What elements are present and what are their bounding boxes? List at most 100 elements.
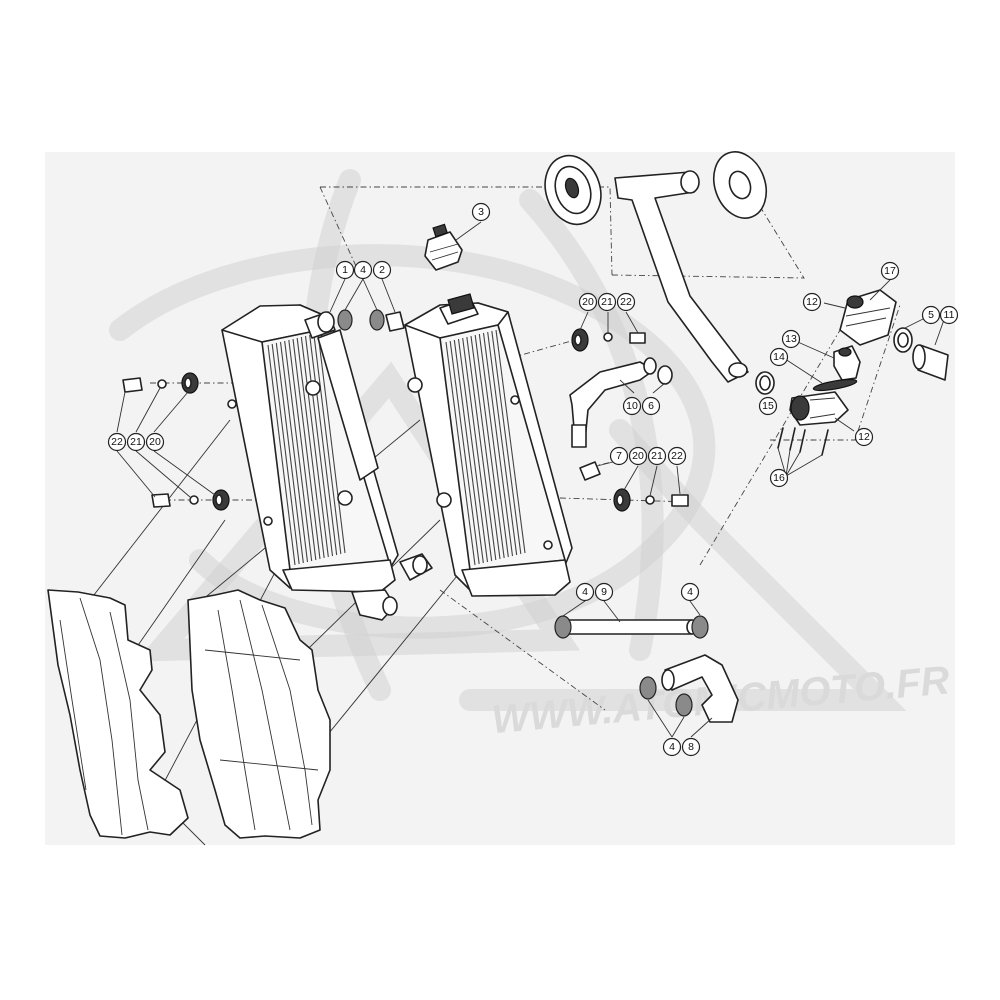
callout-4: 4 [575, 582, 595, 602]
radiator-fin [267, 344, 296, 566]
left-radiator [221, 304, 399, 621]
left-shroud [47, 589, 189, 839]
svg-text:15: 15 [762, 400, 774, 412]
svg-text:11: 11 [944, 309, 955, 321]
svg-text:4: 4 [360, 264, 366, 276]
svg-text:13: 13 [785, 333, 797, 345]
callout-4: 4 [662, 737, 682, 757]
callout-22: 22 [667, 446, 687, 466]
svg-text:3: 3 [478, 206, 484, 218]
left-fasteners-upper [122, 372, 199, 394]
svg-text:22: 22 [671, 450, 683, 462]
top-washer-part [712, 151, 768, 219]
radiator-fin [296, 337, 325, 559]
svg-text:2: 2 [379, 264, 385, 276]
svg-text:4: 4 [669, 741, 675, 753]
left-fasteners-lower [151, 489, 230, 511]
radiator-fin [304, 335, 334, 557]
callout-11: 11 [939, 305, 959, 325]
callout-12: 12 [854, 427, 874, 447]
svg-text:20: 20 [632, 450, 644, 462]
radiator-fin [474, 334, 505, 559]
svg-text:21: 21 [130, 436, 142, 448]
right-radiator [399, 293, 573, 597]
radiator-fin [487, 331, 518, 556]
radiator-fin [445, 341, 476, 566]
svg-text:1: 1 [342, 264, 348, 276]
callout-7: 7 [609, 446, 629, 466]
callout-22: 22 [616, 292, 636, 312]
callout-20: 20 [628, 446, 648, 466]
svg-text:4: 4 [582, 586, 588, 598]
callout-10: 10 [622, 396, 642, 416]
callout-16: 16 [769, 468, 789, 488]
right-shroud [187, 589, 331, 839]
lower-housing-12 [789, 391, 849, 426]
callout-15: 15 [758, 396, 778, 416]
o-ring-14 [812, 378, 858, 392]
radiator-cap [424, 223, 463, 271]
svg-text:12: 12 [858, 431, 870, 443]
radiator-fin [482, 332, 514, 557]
svg-text:10: 10 [626, 400, 638, 412]
svg-text:16: 16 [773, 472, 785, 484]
tube-9 [554, 615, 709, 639]
radiator-fin [449, 340, 480, 565]
callout-9: 9 [594, 582, 614, 602]
elbow-hose-8 [639, 654, 739, 723]
svg-text:22: 22 [620, 296, 632, 308]
callout-21: 21 [647, 446, 667, 466]
svg-text:21: 21 [601, 296, 613, 308]
callout-21: 21 [126, 432, 146, 452]
radiator-fin [453, 339, 484, 564]
radiator-fin [279, 341, 309, 563]
sensor-7 [579, 461, 601, 481]
housing-leaders [777, 279, 891, 477]
small-hose-10 [569, 357, 673, 448]
callout-22: 22 [107, 432, 127, 452]
svg-text:5: 5 [928, 309, 934, 321]
radiator-fin [288, 339, 317, 561]
callout-layer: 3 1 4 2 20 21 22 17 12 5 11 13 14 15 12 … [107, 202, 959, 757]
callout-21: 21 [597, 292, 617, 312]
svg-text:8: 8 [688, 741, 694, 753]
tube-11 [912, 344, 949, 381]
callout-14: 14 [769, 347, 789, 367]
right-fasteners-upper [571, 328, 646, 352]
radiator-fin [466, 336, 497, 561]
radiator-fin [300, 336, 329, 558]
svg-text:21: 21 [651, 450, 663, 462]
radiator-fin [457, 338, 489, 563]
thermostat-housing [839, 289, 897, 346]
right-fasteners-lower [613, 488, 689, 512]
radiator-fin [317, 332, 346, 554]
radiator-fin [292, 338, 321, 560]
top-hose-part [614, 170, 749, 383]
callout-12: 12 [802, 292, 822, 312]
radiator-fin [275, 342, 304, 564]
callout-2: 2 [372, 260, 392, 280]
callout-4: 4 [680, 582, 700, 602]
callout-1: 1 [335, 260, 355, 280]
callout-6: 6 [641, 396, 661, 416]
svg-text:12: 12 [806, 296, 818, 308]
radiator-fin [309, 334, 338, 556]
svg-text:9: 9 [601, 586, 607, 598]
screws-16 [777, 427, 829, 456]
svg-text:7: 7 [616, 450, 622, 462]
svg-text:17: 17 [884, 265, 896, 277]
svg-text:20: 20 [582, 296, 594, 308]
radiator-fin [491, 330, 522, 555]
svg-text:4: 4 [687, 586, 693, 598]
radiator-fin [284, 340, 313, 562]
top-clamps [337, 309, 405, 332]
svg-text:22: 22 [111, 436, 123, 448]
radiator-fin [462, 337, 493, 562]
callout-3: 3 [471, 202, 491, 222]
svg-text:20: 20 [149, 436, 161, 448]
svg-text:6: 6 [648, 400, 654, 412]
thermostat-13 [833, 345, 861, 381]
callout-5: 5 [921, 305, 941, 325]
leader-lines [116, 221, 946, 738]
